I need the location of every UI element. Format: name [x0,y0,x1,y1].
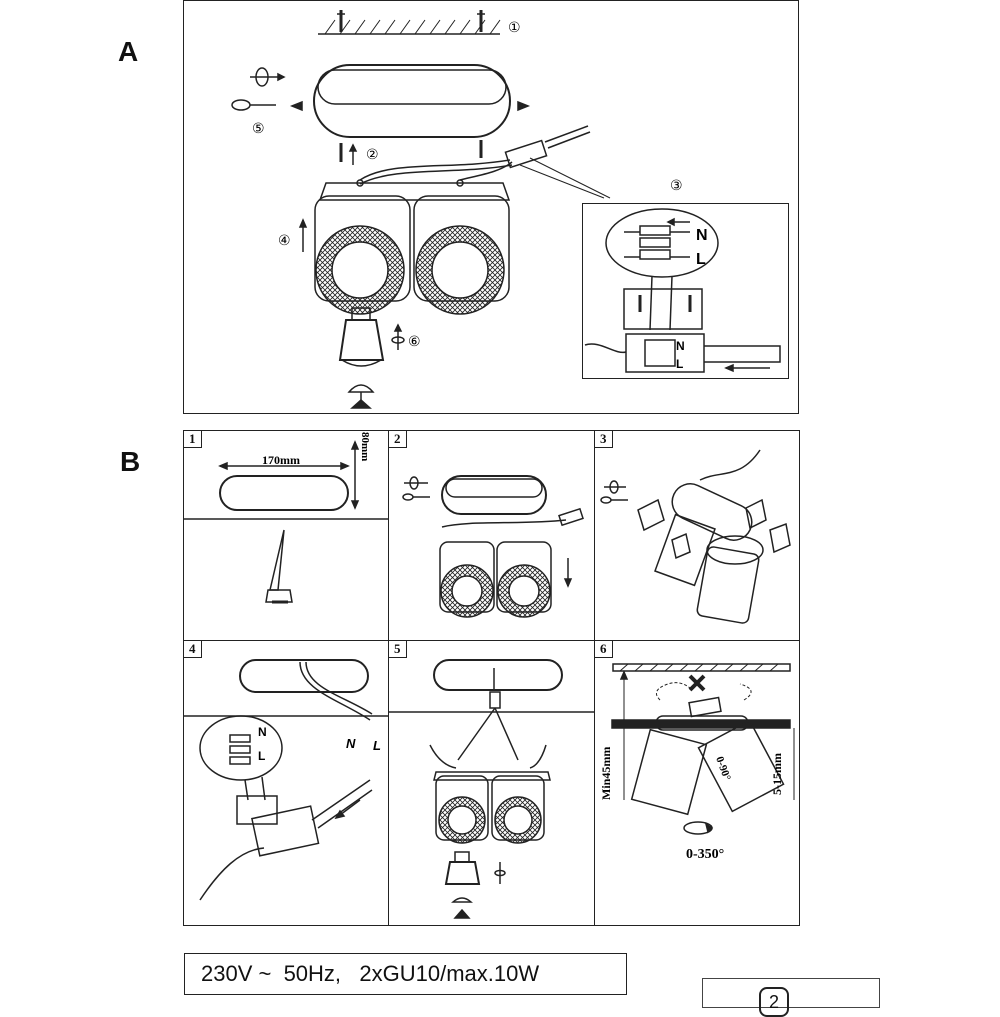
step-3-exploded [600,449,791,624]
step-2-number: 2 [389,431,407,448]
saw-icon [265,529,293,604]
power-cable [359,125,611,199]
rotate-arrow-icon [250,67,286,87]
callout-5: ⑤ [252,121,265,137]
step-4-number: 4 [184,641,202,658]
step-4-neutral: N [258,725,267,739]
block-neutral-label: N [676,339,685,353]
bracket-dimension [218,440,360,511]
suction-cup-icon [347,384,375,409]
mounting-bracket [313,64,511,138]
height-dimension: 80mm [359,432,371,461]
step-5-assembly [429,659,563,919]
step-6-panel [594,640,800,926]
spotlight-body [314,179,511,315]
neutral-label: N [696,227,708,244]
section-a-letter: A [118,36,139,67]
up-arrow-icon [298,218,308,252]
terminal-detail [584,208,781,373]
gu10-bulb-icon [338,307,385,367]
rotation-range-label: 0-350° [686,847,724,862]
ceiling-screw-icon [337,10,485,32]
section-b-letter: B [120,446,141,477]
side-screw-icon [289,100,303,112]
cable-neutral: N [346,736,356,751]
twist-arrow-icon [391,323,405,350]
callout-4: ④ [278,233,291,249]
step-4-wiring [199,659,373,901]
step-1-number: 1 [184,431,202,448]
tilt-range-label: 0-90° [713,755,733,782]
step-5-number: 5 [389,641,407,658]
wiring-inset [582,203,789,379]
step-2-bracket [402,475,547,515]
gap-range-label: 5-15mm [770,753,784,795]
page-number-box: 2 [702,978,880,1017]
step-2-spotlight [439,507,584,618]
page-number: 2 [759,987,789,1017]
callout-2: ② [366,147,379,163]
live-label: L [696,251,706,268]
block-live-label: L [676,357,683,371]
width-dimension: 170mm [262,453,300,467]
step-6-installed [611,663,795,835]
step-6-number: 6 [595,641,613,658]
screwdriver-icon [231,99,276,111]
min-distance-label: Min45mm [599,747,613,800]
callout-6: ⑥ [408,334,421,350]
up-down-arrow-icon [348,143,358,165]
step-3-number: 3 [595,431,613,448]
callout-3: ③ [670,178,683,194]
cable-live: L [373,738,381,753]
callout-1: ① [508,20,521,36]
side-screw-icon [517,100,531,112]
step-4-live: L [258,749,265,763]
ceiling-hatch [318,19,501,35]
section-a-panel [183,0,799,414]
electrical-spec: 230V ~ 50Hz, 2xGU10/max.10W [184,953,627,995]
